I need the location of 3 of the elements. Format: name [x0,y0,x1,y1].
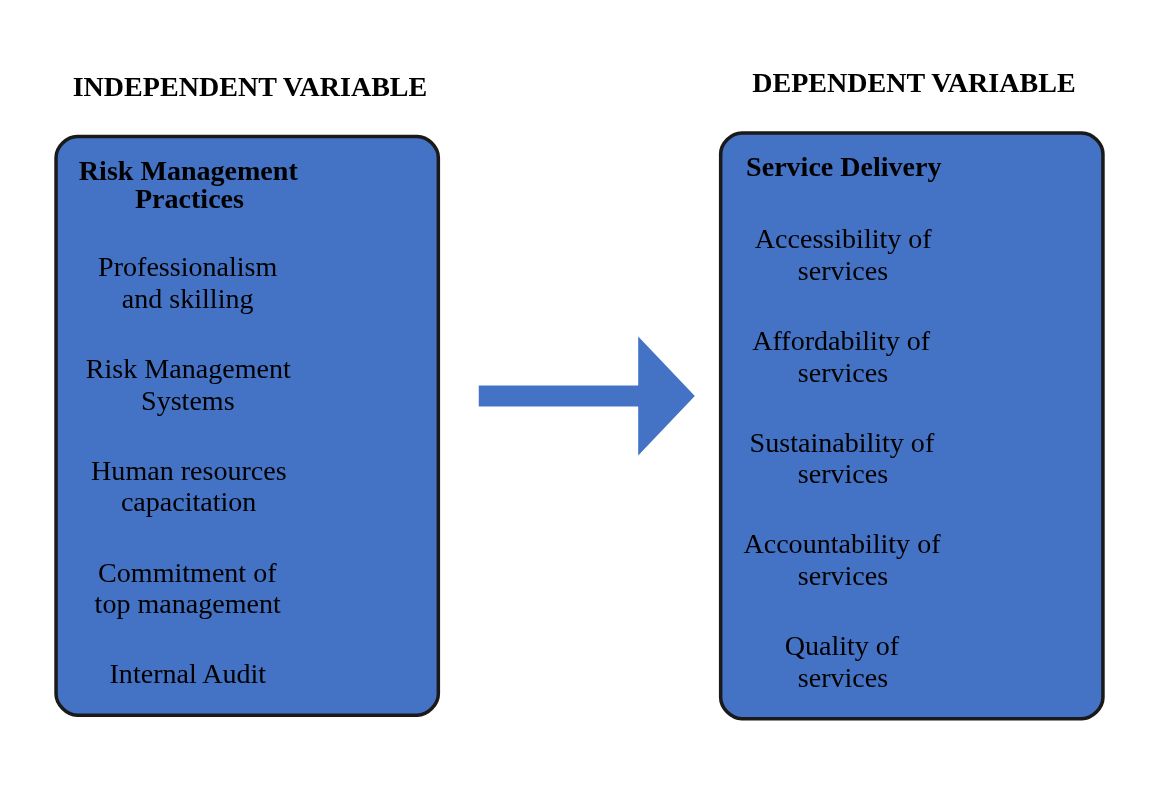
node-label: INDEPENDENT VARIABLE [72,70,428,102]
node-label: DEPENDENT VARIABLE [752,67,1076,99]
arrow [478,336,695,456]
